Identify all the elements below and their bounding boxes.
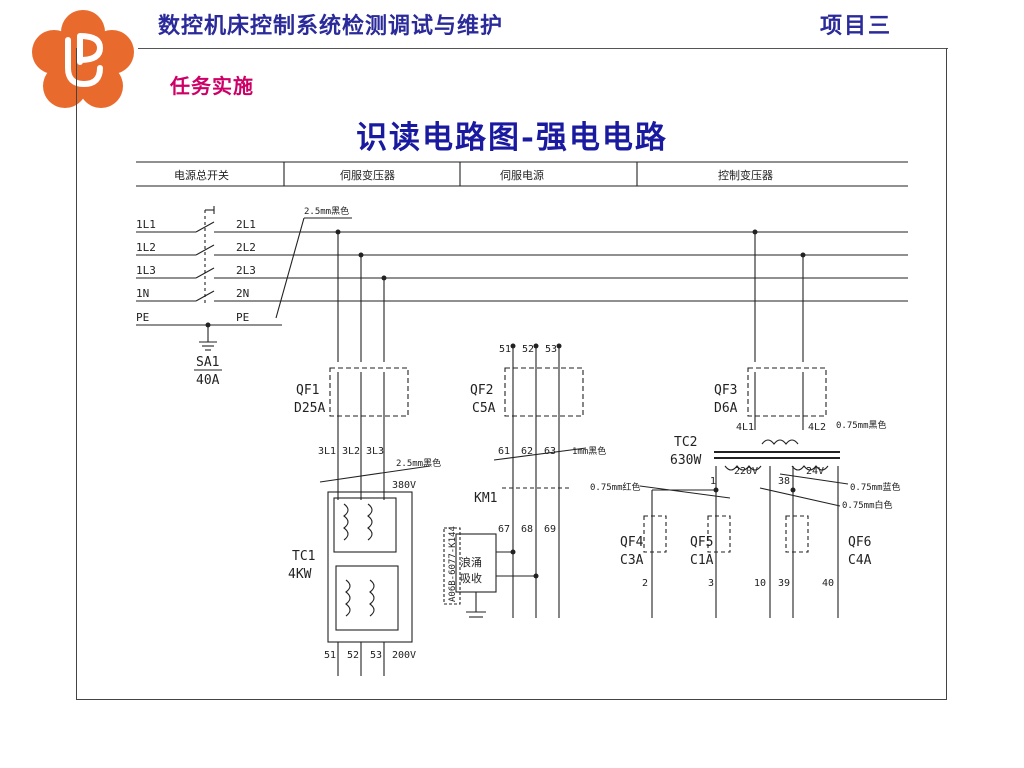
qf2-out-3: 63	[544, 446, 556, 457]
qf5-rating: C1A	[690, 553, 714, 568]
km1-out-3: 69	[544, 524, 556, 535]
qf4-label: QF4	[620, 535, 644, 550]
qf6-label: QF6	[848, 535, 871, 550]
qf1-label: QF1	[296, 383, 319, 398]
out-node-40: 40	[822, 578, 834, 589]
tc1-out-3: 53	[370, 650, 382, 661]
km1-label: KM1	[474, 491, 497, 506]
wire-label-qf3: 0.75mm黑色	[836, 419, 887, 431]
qf2-in-1: 51	[499, 344, 511, 355]
terminal-out-4: 2N	[236, 287, 249, 300]
wire-label-white: 0.75mm白色	[842, 499, 893, 511]
header-control-transformer: 控制变压器	[718, 168, 773, 182]
terminal-in-1: 1L1	[136, 218, 156, 231]
qf3-out-right: 4L2	[808, 422, 826, 433]
circuit-diagram: 电源总开关 伺服变压器 伺服电源 控制变压器 1L1 1L2 1L3 1N PE…	[136, 161, 908, 676]
tc1-out-2: 52	[347, 650, 359, 661]
qf6-rating: C4A	[848, 553, 872, 568]
terminal-in-3: 1L3	[136, 264, 156, 277]
qf1-out-2: 3L2	[342, 446, 360, 457]
terminal-in-4: 1N	[136, 287, 149, 300]
out-node-39: 39	[778, 578, 790, 589]
out-node-3: 3	[708, 578, 714, 589]
qf4-rating: C3A	[620, 553, 644, 568]
tc2-rating: 630W	[670, 453, 701, 468]
section-label: 任务实施	[170, 74, 254, 98]
header-divider	[138, 48, 948, 49]
wire-label-red: 0.75mm红色	[590, 481, 641, 493]
qf2-out-2: 62	[521, 446, 533, 457]
surge-part-number: A06B-6077-K144	[448, 526, 458, 602]
qf1-out-3: 3L3	[366, 446, 384, 457]
voltage-380: 380V	[392, 480, 416, 491]
project-label: 项目三	[820, 13, 893, 39]
qf5-label: QF5	[690, 535, 713, 550]
terminal-in-2: 1L2	[136, 241, 156, 254]
sa1-label: SA1	[196, 355, 219, 370]
tc1-out-1: 51	[324, 650, 336, 661]
qf2-out-1: 61	[498, 446, 510, 457]
qf2-rating: C5A	[472, 401, 496, 416]
terminal-out-5: PE	[236, 311, 249, 324]
header-main-switch: 电源总开关	[174, 168, 229, 182]
wire-label-main: 2.5mm黑色	[304, 205, 349, 217]
qf1-out-1: 3L1	[318, 446, 336, 457]
tc2-label: TC2	[674, 435, 697, 450]
tc1-label: TC1	[292, 549, 315, 564]
qf3-label: QF3	[714, 383, 737, 398]
km1-out-1: 67	[498, 524, 510, 535]
terminal-out-3: 2L3	[236, 264, 256, 277]
node-38: 38	[778, 476, 790, 487]
surge-text-1: 浪涌	[460, 555, 482, 569]
terminal-out-2: 2L2	[236, 241, 256, 254]
surge-text-2: 吸收	[460, 571, 482, 585]
terminal-in-5: PE	[136, 311, 149, 324]
header-servo-power: 伺服电源	[500, 168, 544, 182]
km1-out-2: 68	[521, 524, 533, 535]
qf1-rating: D25A	[294, 401, 325, 416]
qf3-out-left: 4L1	[736, 422, 754, 433]
qf2-in-3: 53	[545, 344, 557, 355]
qf2-in-2: 52	[522, 344, 534, 355]
wire-label-km1: 1mm黑色	[572, 445, 606, 457]
node-1: 1	[710, 476, 716, 487]
voltage-24: 24V	[806, 466, 824, 477]
slide-title: 识读电路图-强电电路	[356, 120, 668, 156]
voltage-200: 200V	[392, 650, 416, 661]
header-servo-transformer: 伺服变压器	[340, 168, 395, 182]
out-node-2: 2	[642, 578, 648, 589]
voltage-220: 220V	[734, 466, 758, 477]
slide-frame	[76, 48, 947, 700]
wire-label-blue: 0.75mm蓝色	[850, 481, 901, 493]
qf2-label: QF2	[470, 383, 493, 398]
course-title: 数控机床控制系统检测调试与维护	[158, 13, 504, 39]
logo	[28, 10, 138, 110]
tc1-rating: 4KW	[288, 567, 312, 582]
wire-label-tc1: 2.5mm黑色	[396, 457, 441, 469]
sa1-rating: 40A	[196, 373, 220, 388]
terminal-out-1: 2L1	[236, 218, 256, 231]
out-node-10: 10	[754, 578, 766, 589]
qf3-rating: D6A	[714, 401, 738, 416]
